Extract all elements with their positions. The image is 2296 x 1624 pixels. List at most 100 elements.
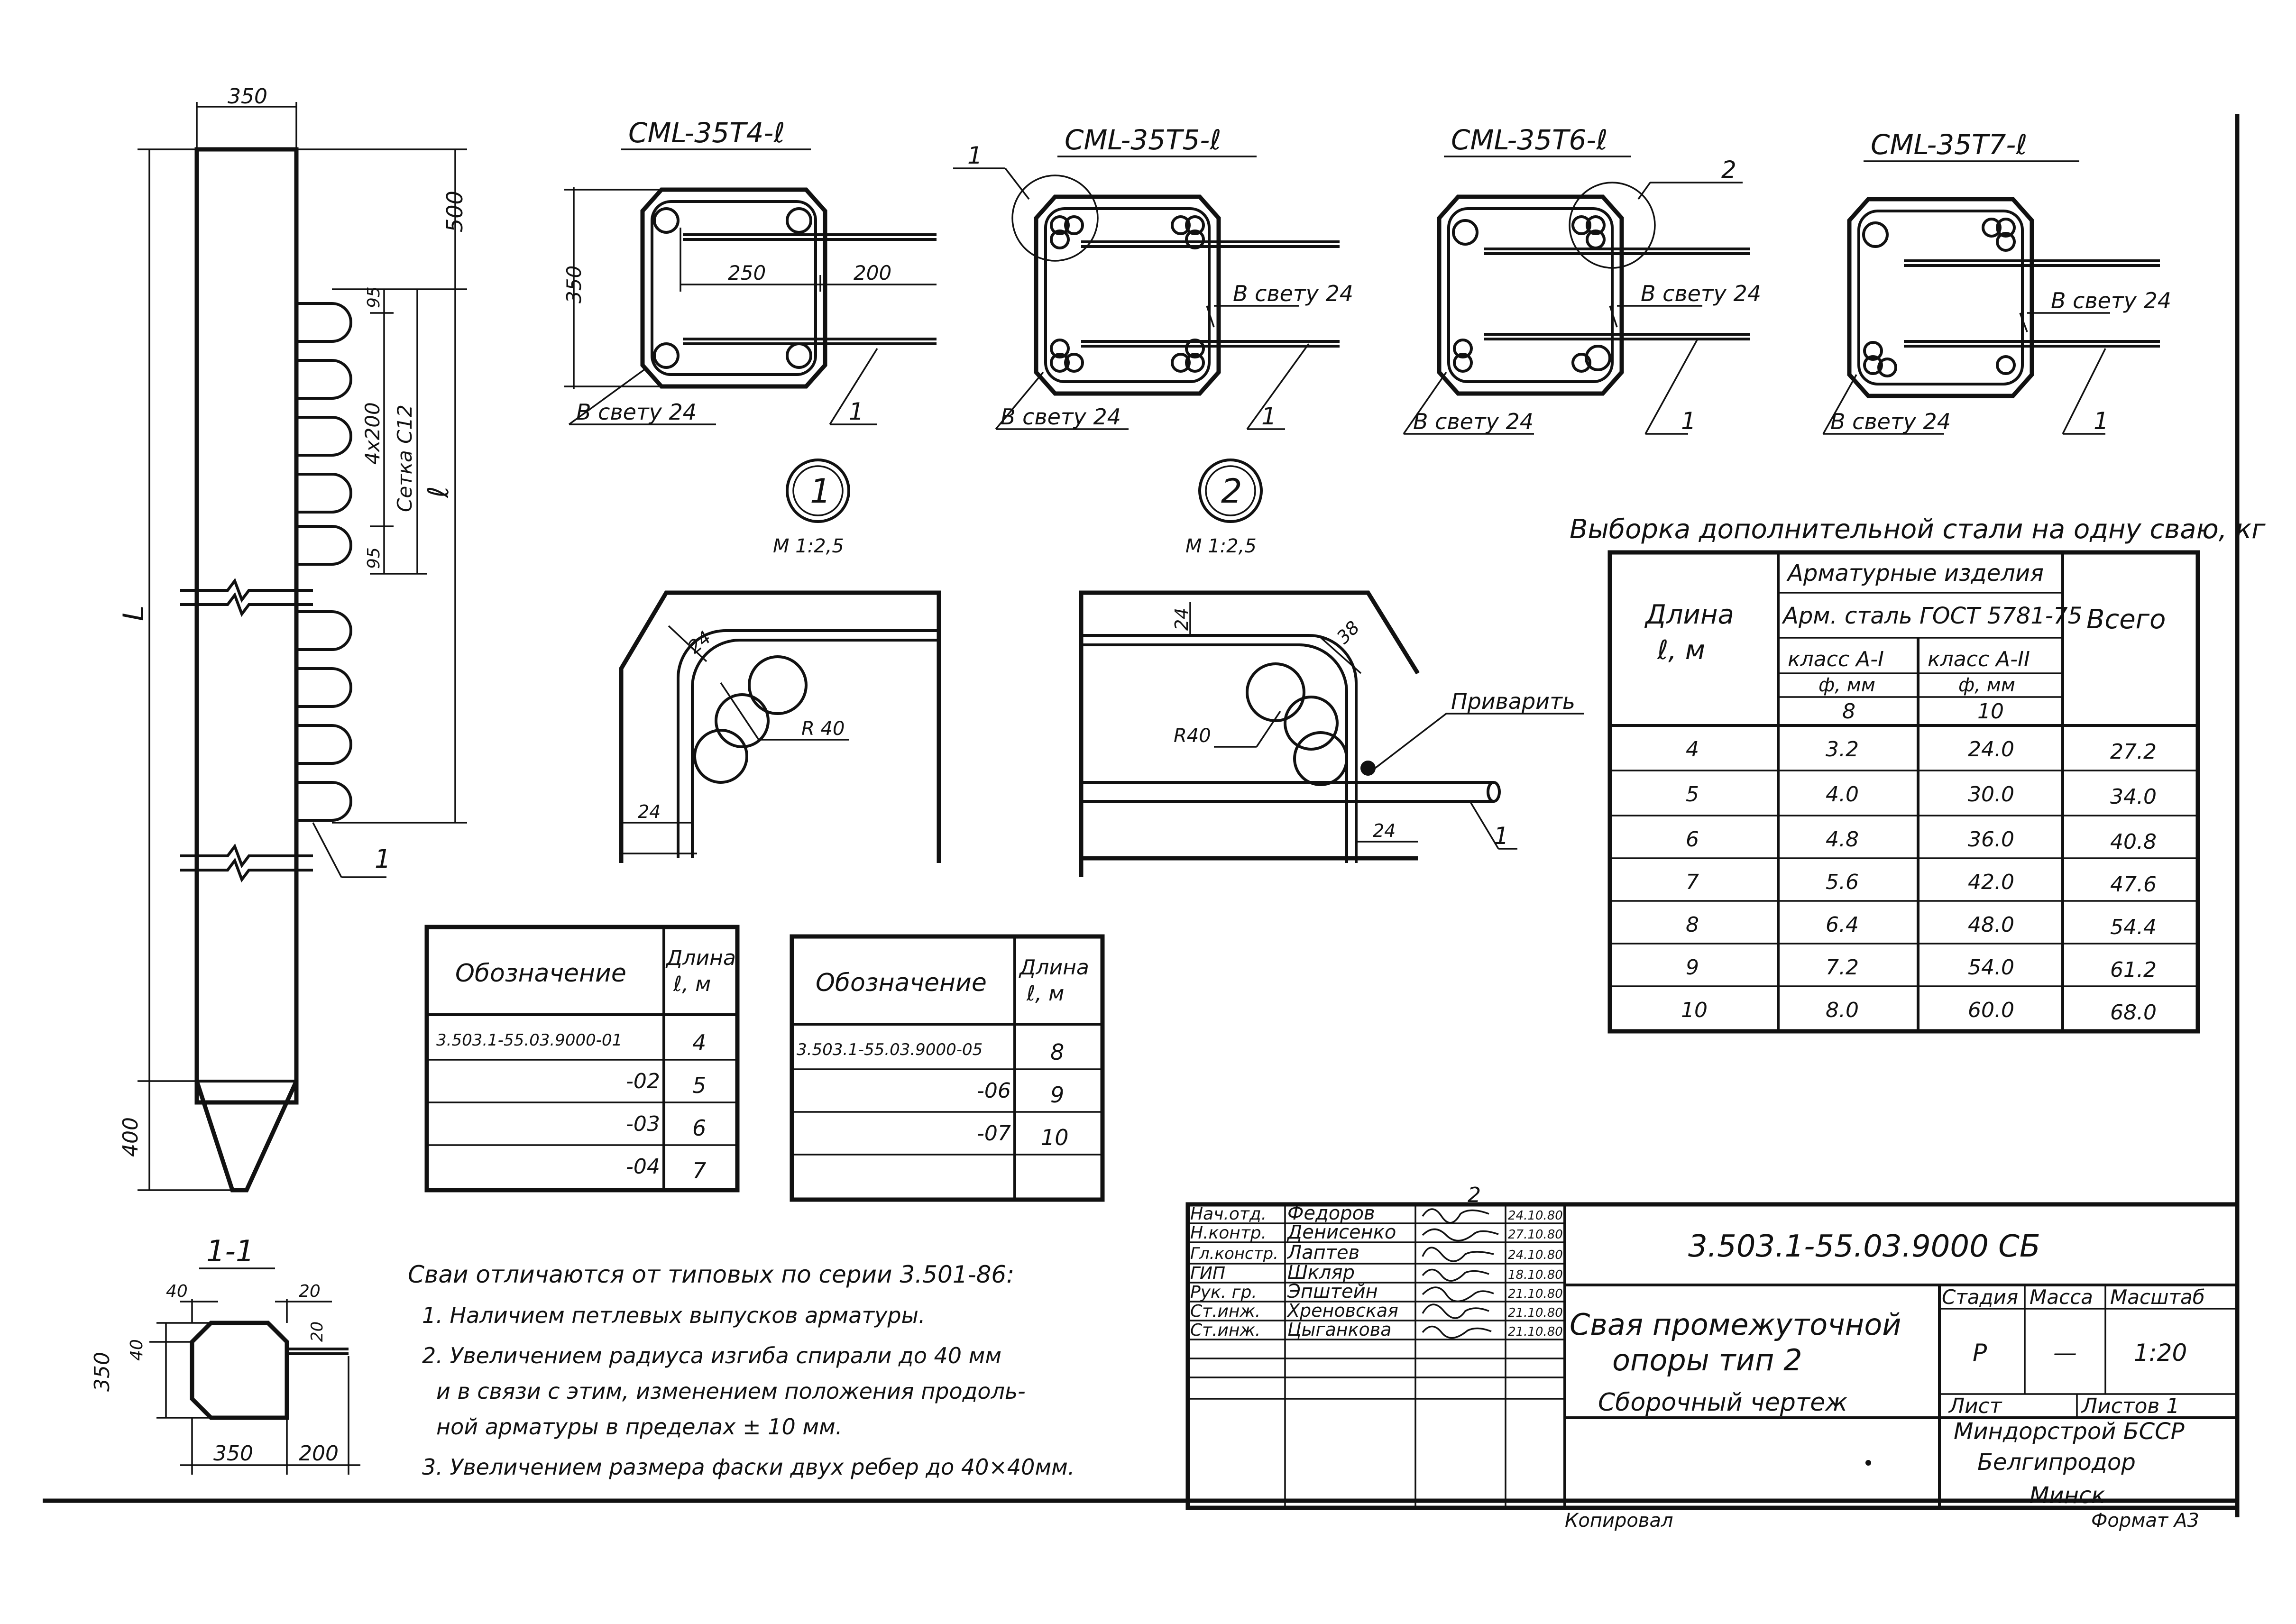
table-b: Обозначение Длина ℓ, м 3.503.1-55.03.900…	[790, 934, 1105, 1202]
person-name: Федоров	[1287, 1202, 1375, 1224]
table-b-header-length-1: Длина	[1019, 955, 1089, 980]
cross-section-dim-extension: 200	[299, 1441, 339, 1466]
pile-mesh-label: Сетка С12	[393, 404, 416, 512]
pile-dim-loop-bottom: 95	[364, 547, 384, 569]
person-role: Рук. гр.	[1190, 1283, 1257, 1302]
table-b-row-code: 3.503.1-55.03.9000-05	[797, 1040, 983, 1059]
title-org-2: Белгипродор	[1977, 1449, 2136, 1476]
notes-heading: Сваи отличаются от типовых по серии 3.50…	[408, 1261, 1014, 1288]
table-a-header-length-2: ℓ, м	[673, 972, 711, 996]
title-org-3: Минск	[2030, 1482, 2105, 1509]
steel-table-h-class2: класс А-II	[1928, 647, 2030, 671]
person-name: Лаптев	[1286, 1242, 1359, 1264]
steel-cell-class1: 5.6	[1826, 870, 1859, 894]
pile-elevation: 350 500 L 400 95 4x200 95 Сетка С12 ℓ 1	[117, 84, 468, 1193]
steel-cell-length: 7	[1686, 870, 1699, 894]
steel-cell-class1: 4.8	[1826, 827, 1859, 852]
steel-cell-total: 68.0	[2110, 1000, 2157, 1025]
steel-table-row: 4 3.2 24.0 27.2	[1686, 737, 2157, 764]
person-date: 24.10.80	[1508, 1248, 1563, 1262]
title-name-1: Свая промежуточной	[1570, 1307, 1901, 1342]
section-t6-clear-left: В свету 24	[1413, 409, 1534, 434]
steel-cell-class2: 60.0	[1968, 998, 2014, 1022]
title-block: 2 Нач.отд. Федоров 24.10.80 Н.контр. Ден…	[1185, 1183, 2240, 1532]
table-a-row-code: 3.503.1-55.03.9000-01	[436, 1031, 622, 1050]
title-name-2: опоры тип 2	[1612, 1343, 1802, 1377]
pile-dim-loop-top: 95	[364, 286, 384, 308]
note-item: 3. Увеличением размера фаски двух ребер …	[422, 1454, 1075, 1480]
table-b-row-length: 8	[1050, 1039, 1064, 1065]
steel-table-row: 8 6.4 48.0 54.4	[1686, 913, 2157, 939]
steel-cell-class2: 30.0	[1968, 782, 2014, 807]
cross-section-dim-height: 350	[90, 1352, 114, 1392]
cross-section-dim-chamfer-v: 40	[127, 1339, 147, 1361]
table-a-header-designation: Обозначение	[455, 959, 626, 988]
detail-1-number: 1	[810, 472, 831, 511]
detail-2-weld: Приварить	[1451, 688, 1575, 714]
table-a-row-code: -03	[626, 1112, 660, 1136]
detail-2-dim-cover: 24	[1171, 608, 1192, 631]
section-t7: СМL-35Т7-ℓ В свету 24 В свету 24 1	[1822, 128, 2171, 435]
table-a-row-length: 6	[692, 1115, 706, 1141]
detail-2-dim-bottom: 24	[1373, 820, 1396, 841]
section-t6-leader-top: 2	[1721, 156, 1736, 184]
section-t4-clear-left: В свету 24	[576, 399, 697, 425]
person-name: Эпштейн	[1287, 1281, 1378, 1303]
steel-cell-total: 34.0	[2110, 785, 2157, 809]
table-b-row-code: -07	[977, 1121, 1011, 1146]
steel-cell-length: 8	[1686, 913, 1699, 937]
cross-section-title: 1-1	[206, 1234, 254, 1268]
steel-table-row: 9 7.2 54.0 61.2	[1686, 955, 2157, 982]
steel-table-h-group: Арматурные изделия	[1786, 560, 2044, 587]
table-a-row-length: 4	[692, 1030, 706, 1055]
pile-dim-tip: 400	[119, 1117, 143, 1157]
steel-cell-length: 9	[1686, 955, 1699, 980]
title-rev-mark: 2	[1468, 1183, 1481, 1207]
steel-cell-length: 10	[1681, 998, 1708, 1022]
person-date: 21.10.80	[1508, 1287, 1563, 1301]
person-date: 21.10.80	[1508, 1306, 1563, 1320]
person-name: Денисенко	[1286, 1221, 1396, 1243]
person-name: Шкляр	[1287, 1262, 1355, 1284]
steel-table-h-total: Всего	[2086, 604, 2166, 635]
table-b-row-length: 9	[1050, 1082, 1064, 1108]
title-stage: Р	[1973, 1339, 1987, 1367]
title-org-1: Миндорстрой БССР	[1954, 1418, 2185, 1445]
person-name: Хреновская	[1286, 1300, 1398, 1321]
steel-cell-class2: 36.0	[1968, 827, 2014, 852]
detail-2-scale: М 1:2,5	[1185, 535, 1257, 557]
signatures	[1422, 1208, 1499, 1339]
section-t7-clear-left: В свету 24	[1830, 409, 1951, 434]
section-t4-leader: 1	[849, 398, 864, 425]
title-sheet: Лист	[1948, 1394, 2002, 1418]
steel-cell-class1: 3.2	[1826, 737, 1859, 762]
steel-cell-class1: 6.4	[1826, 913, 1859, 937]
cross-section-1-1: 1-1 350 40 40 20 20 350 200	[90, 1234, 360, 1475]
steel-cell-class1: 7.2	[1826, 955, 1859, 980]
steel-cell-total: 47.6	[2110, 872, 2157, 897]
steel-cell-class2: 54.0	[1968, 955, 2014, 980]
cross-section-dim-right-top: 20	[299, 1282, 321, 1301]
person-role: Гл.констр.	[1190, 1244, 1278, 1263]
title-bottom-left: Копировал	[1565, 1510, 1673, 1532]
person-date: 27.10.80	[1508, 1228, 1563, 1242]
steel-table-h-length-2: ℓ, м	[1657, 635, 1705, 666]
steel-cell-class2: 24.0	[1968, 737, 2014, 762]
title-scale: 1:20	[2134, 1339, 2187, 1367]
section-t6-title: СМL-35Т6-ℓ	[1451, 124, 1607, 156]
steel-cell-total: 27.2	[2110, 740, 2157, 764]
steel-table-h-length-1: Длина	[1644, 599, 1734, 630]
note-item: 1. Наличием петлевых выпусков арматуры.	[422, 1303, 926, 1328]
person-role: Ст.инж.	[1190, 1302, 1260, 1321]
detail-2-number: 2	[1221, 472, 1242, 511]
title-h-scale: Масштаб	[2110, 1285, 2205, 1309]
table-a: Обозначение Длина ℓ, м 3.503.1-55.03.900…	[424, 925, 740, 1193]
steel-table-row: 5 4.0 30.0 34.0	[1686, 782, 2157, 809]
section-t6: СМL-35Т6-ℓ 2 В свету 24 В свету 24 1	[1403, 124, 1761, 435]
steel-table-h-phi2: ф, мм	[1958, 674, 2015, 696]
table-b-row-length: 10	[1041, 1125, 1069, 1150]
section-t7-leader: 1	[2094, 407, 2109, 435]
steel-cell-length: 4	[1686, 737, 1699, 762]
title-designation: 3.503.1-55.03.9000 СБ	[1688, 1229, 2040, 1264]
